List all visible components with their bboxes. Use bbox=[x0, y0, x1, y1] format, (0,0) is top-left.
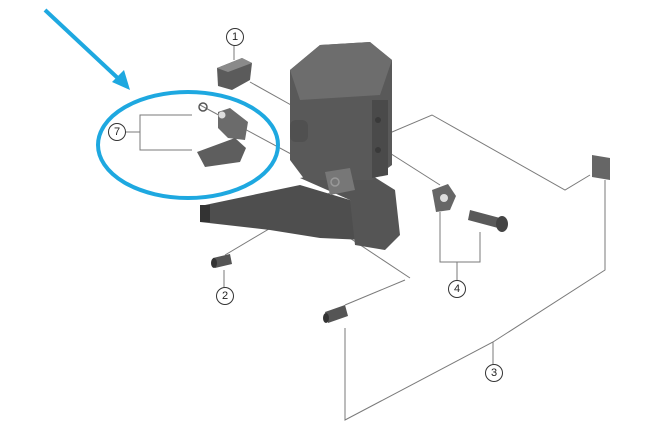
part-1-cap bbox=[217, 58, 252, 90]
part-2-screw bbox=[211, 254, 232, 268]
highlight-ellipse bbox=[96, 90, 280, 200]
callout-2: 2 bbox=[216, 287, 234, 305]
callout-4: 4 bbox=[448, 280, 466, 298]
pointer-arrow bbox=[43, 8, 124, 84]
front-derailleur-body bbox=[200, 42, 400, 250]
callout-7: 7 bbox=[108, 123, 126, 141]
highlight-marks bbox=[43, 8, 280, 200]
arrow-head-icon bbox=[112, 70, 130, 90]
callout-3: 3 bbox=[485, 364, 503, 382]
part-4-bolt bbox=[432, 184, 508, 232]
callout-1: 1 bbox=[226, 28, 244, 46]
part-3-parts bbox=[323, 155, 610, 323]
part-7-plate bbox=[197, 102, 248, 167]
